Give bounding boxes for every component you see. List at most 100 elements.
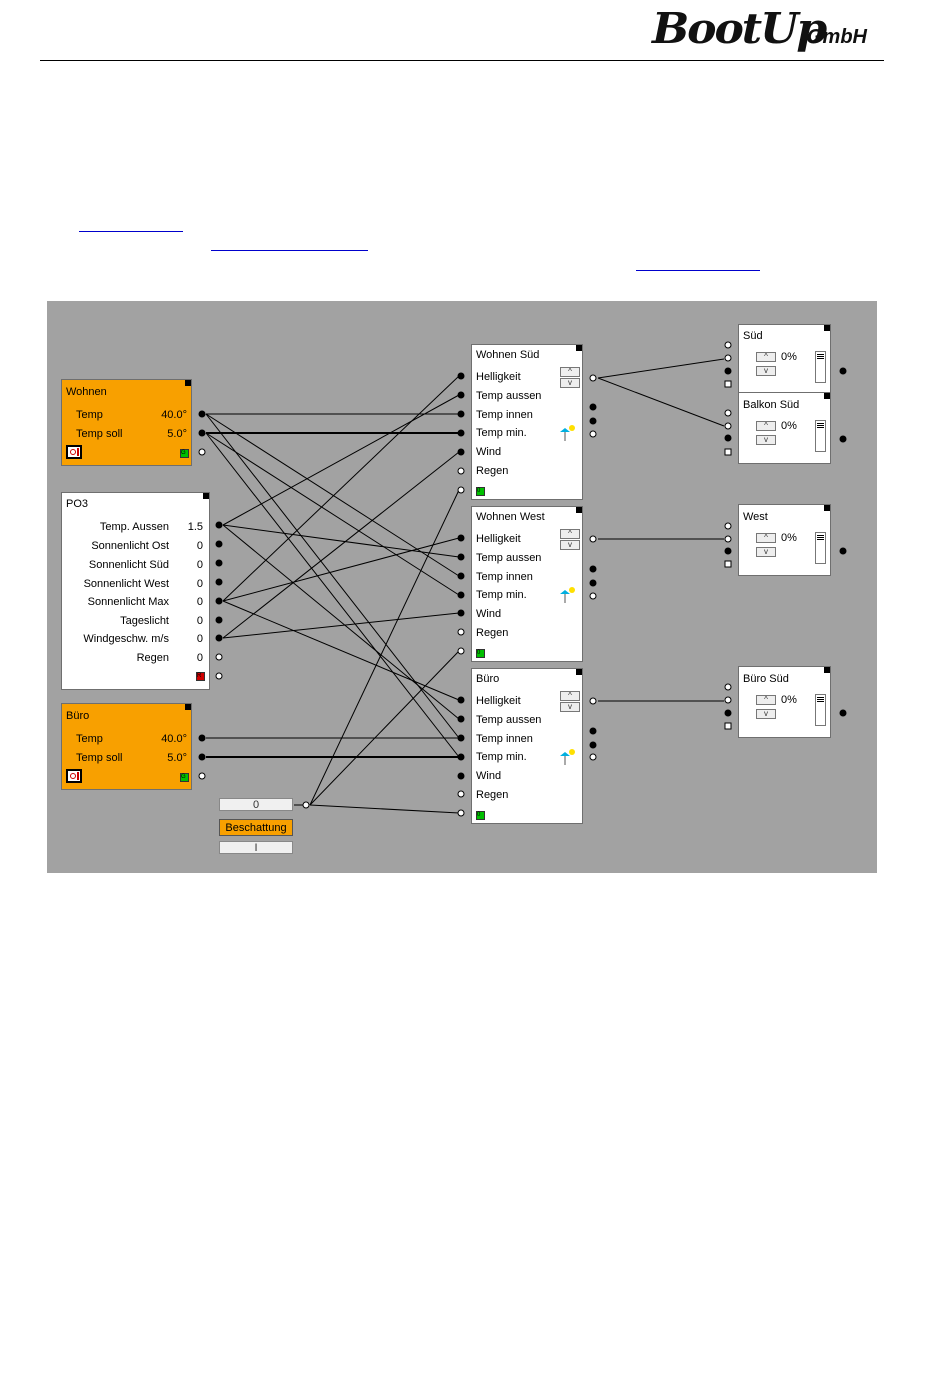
row-label: Tageslicht [120,615,169,627]
down-arrow-button[interactable]: v [756,709,776,719]
block-title: Büro [66,710,90,722]
input-label: Helligkeit [476,695,521,707]
row-value: 40.0° [161,733,187,745]
down-arrow-button[interactable]: v [560,378,580,388]
position-value: 0% [781,420,797,432]
input-label: Wind [476,608,502,620]
block-title: Büro [476,673,500,685]
block-shading-wohnen-west[interactable]: Wohnen West Helligkeit Temp aussen Temp … [471,506,583,662]
link-underline-2[interactable] [211,250,368,251]
down-arrow-button[interactable]: v [756,435,776,445]
position-value: 0% [781,532,797,544]
link-underline-1[interactable] [79,231,183,232]
block-corner-handle[interactable] [824,325,830,331]
input-label: Temp aussen [476,714,542,726]
block-po3-weather-station[interactable]: PO3 Temp. Aussen 1.5 Sonnenlicht Ost 0 S… [61,492,210,690]
sun-rain-icon [560,749,575,765]
position-bar [815,351,826,383]
status-indicator: 0 [476,811,485,820]
row-label: Temp. Aussen [99,521,169,533]
block-shading-wohnen-sued[interactable]: Wohnen Süd Helligkeit Temp aussen Temp i… [471,344,583,500]
row-value: 0 [196,652,203,664]
block-title: West [743,511,768,523]
block-title: PO3 [66,498,89,510]
input-label: Regen [476,465,509,477]
status-indicator: 0 [476,649,485,658]
position-bar [815,532,826,564]
logic-diagram-canvas[interactable]: Wohnen Temp 40.0° Temp soll 5.0° G PO3 T… [47,301,877,873]
up-arrow-button[interactable]: ^ [560,529,580,539]
block-blind-west[interactable]: West ^ v 0% [738,504,831,576]
link-underline-3[interactable] [636,270,760,271]
input-label: Wind [476,446,502,458]
block-title: Balkon Süd [743,399,800,411]
block-shading-buero[interactable]: Büro Helligkeit Temp aussen Temp innen T… [471,668,583,824]
row-value: 0 [196,615,203,627]
block-corner-handle[interactable] [576,345,582,351]
up-arrow-button[interactable]: ^ [756,695,776,705]
input-label: Helligkeit [476,533,521,545]
input-label: Temp min. [476,751,527,763]
row-label: Sonnenlicht Ost [91,540,169,552]
position-bar [815,420,826,452]
thermostat-icon[interactable] [66,445,82,459]
header-rule [40,60,884,61]
position-value: 0% [781,351,797,363]
row-label: Sonnenlicht Süd [88,559,169,571]
input-label: Helligkeit [476,371,521,383]
block-corner-handle[interactable] [824,667,830,673]
toggle-off-button[interactable]: 0 [219,798,293,811]
block-corner-handle[interactable] [185,380,191,386]
row-label: Temp [76,733,103,745]
input-label: Temp innen [476,571,533,583]
position-value: 0% [781,694,797,706]
up-arrow-button[interactable]: ^ [560,367,580,377]
row-value: 5.0° [167,428,187,440]
block-corner-handle[interactable] [824,505,830,511]
up-arrow-button[interactable]: ^ [756,533,776,543]
up-arrow-button[interactable]: ^ [756,352,776,362]
row-label: Sonnenlicht West [83,578,169,590]
row-value: 40.0° [161,409,187,421]
block-wohnen[interactable]: Wohnen Temp 40.0° Temp soll 5.0° G [61,379,192,466]
input-label: Temp innen [476,733,533,745]
block-blind-sued[interactable]: Süd ^ v 0% [738,324,831,394]
input-label: Regen [476,789,509,801]
row-value: 1.5 [187,521,203,533]
up-arrow-button[interactable]: ^ [756,421,776,431]
block-title: Süd [743,330,763,342]
block-corner-handle[interactable] [824,393,830,399]
block-title: Wohnen [66,386,107,398]
block-corner-handle[interactable] [203,493,209,499]
row-label: Sonnenlicht Max [87,596,169,608]
row-value: 0 [196,540,203,552]
block-corner-handle[interactable] [185,704,191,710]
beschattung-button[interactable]: Beschattung [219,819,293,836]
input-label: Temp min. [476,427,527,439]
input-label: Wind [476,770,502,782]
up-arrow-button[interactable]: ^ [560,691,580,701]
block-corner-handle[interactable] [576,669,582,675]
toggle-on-button[interactable]: I [219,841,293,854]
down-arrow-button[interactable]: v [756,547,776,557]
logo-sub-text: GmbH [807,26,867,48]
down-arrow-button[interactable]: v [560,540,580,550]
status-indicator: R [196,672,205,681]
down-arrow-button[interactable]: v [756,366,776,376]
connection-wires [198,341,847,817]
thermostat-icon[interactable] [66,769,82,783]
row-label: Temp [76,409,103,421]
down-arrow-button[interactable]: v [560,702,580,712]
block-title: Büro Süd [743,673,789,685]
row-value: 0 [196,578,203,590]
row-label: Windgeschw. m/s [83,633,169,645]
block-blind-balkon-sued[interactable]: Balkon Süd ^ v 0% [738,392,831,464]
sun-rain-icon [560,587,575,603]
block-buero-room[interactable]: Büro Temp 40.0° Temp soll 5.0° G [61,703,192,790]
row-value: 0 [196,633,203,645]
status-indicator: G [180,449,189,458]
row-value: 0 [196,596,203,608]
sun-rain-icon [560,425,575,441]
block-blind-buero-sued[interactable]: Büro Süd ^ v 0% [738,666,831,738]
block-corner-handle[interactable] [576,507,582,513]
